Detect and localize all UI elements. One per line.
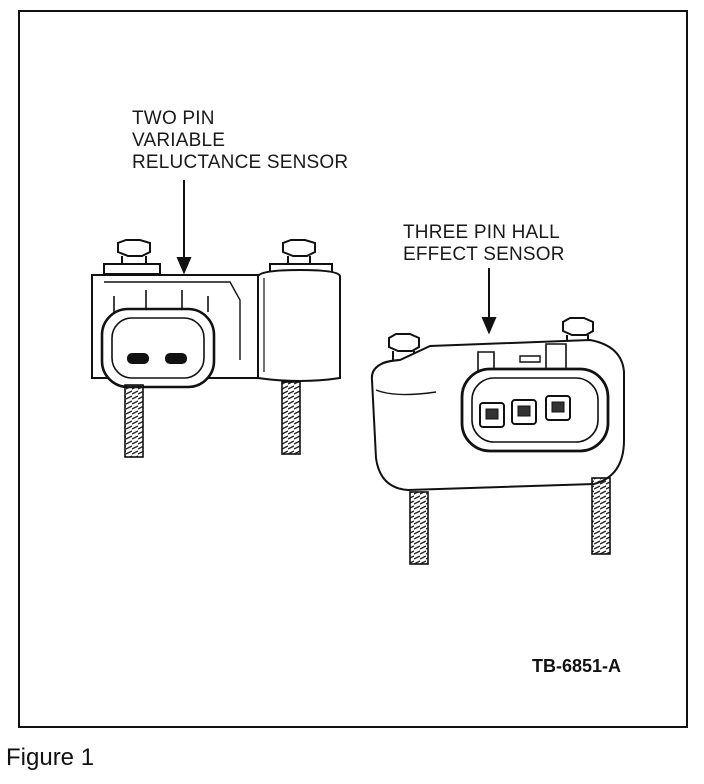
three-pin-label: THREE PIN HALL EFFECT SENSOR	[403, 222, 565, 266]
three-pin-sensor	[370, 317, 625, 565]
three-pin-label-line-1: THREE PIN HALL	[403, 222, 560, 243]
figure-code: TB-6851-A	[532, 656, 622, 676]
three-pin-label-line-2: EFFECT SENSOR	[403, 244, 565, 265]
two-pin-sensor	[91, 239, 341, 458]
two-pin-label-line-3: RELUCTANCE SENSOR	[132, 152, 349, 173]
two-pin-label-line-2: VARIABLE	[132, 130, 226, 151]
two-pin-arrow	[176, 180, 192, 275]
two-pin-label-line-1: TWO PIN	[132, 108, 215, 129]
figure-frame	[18, 10, 688, 728]
figure-caption: Figure 1	[6, 744, 95, 771]
two-pin-label: TWO PIN VARIABLE RELUCTANCE SENSOR	[132, 108, 348, 174]
three-pin-arrow	[481, 268, 497, 335]
